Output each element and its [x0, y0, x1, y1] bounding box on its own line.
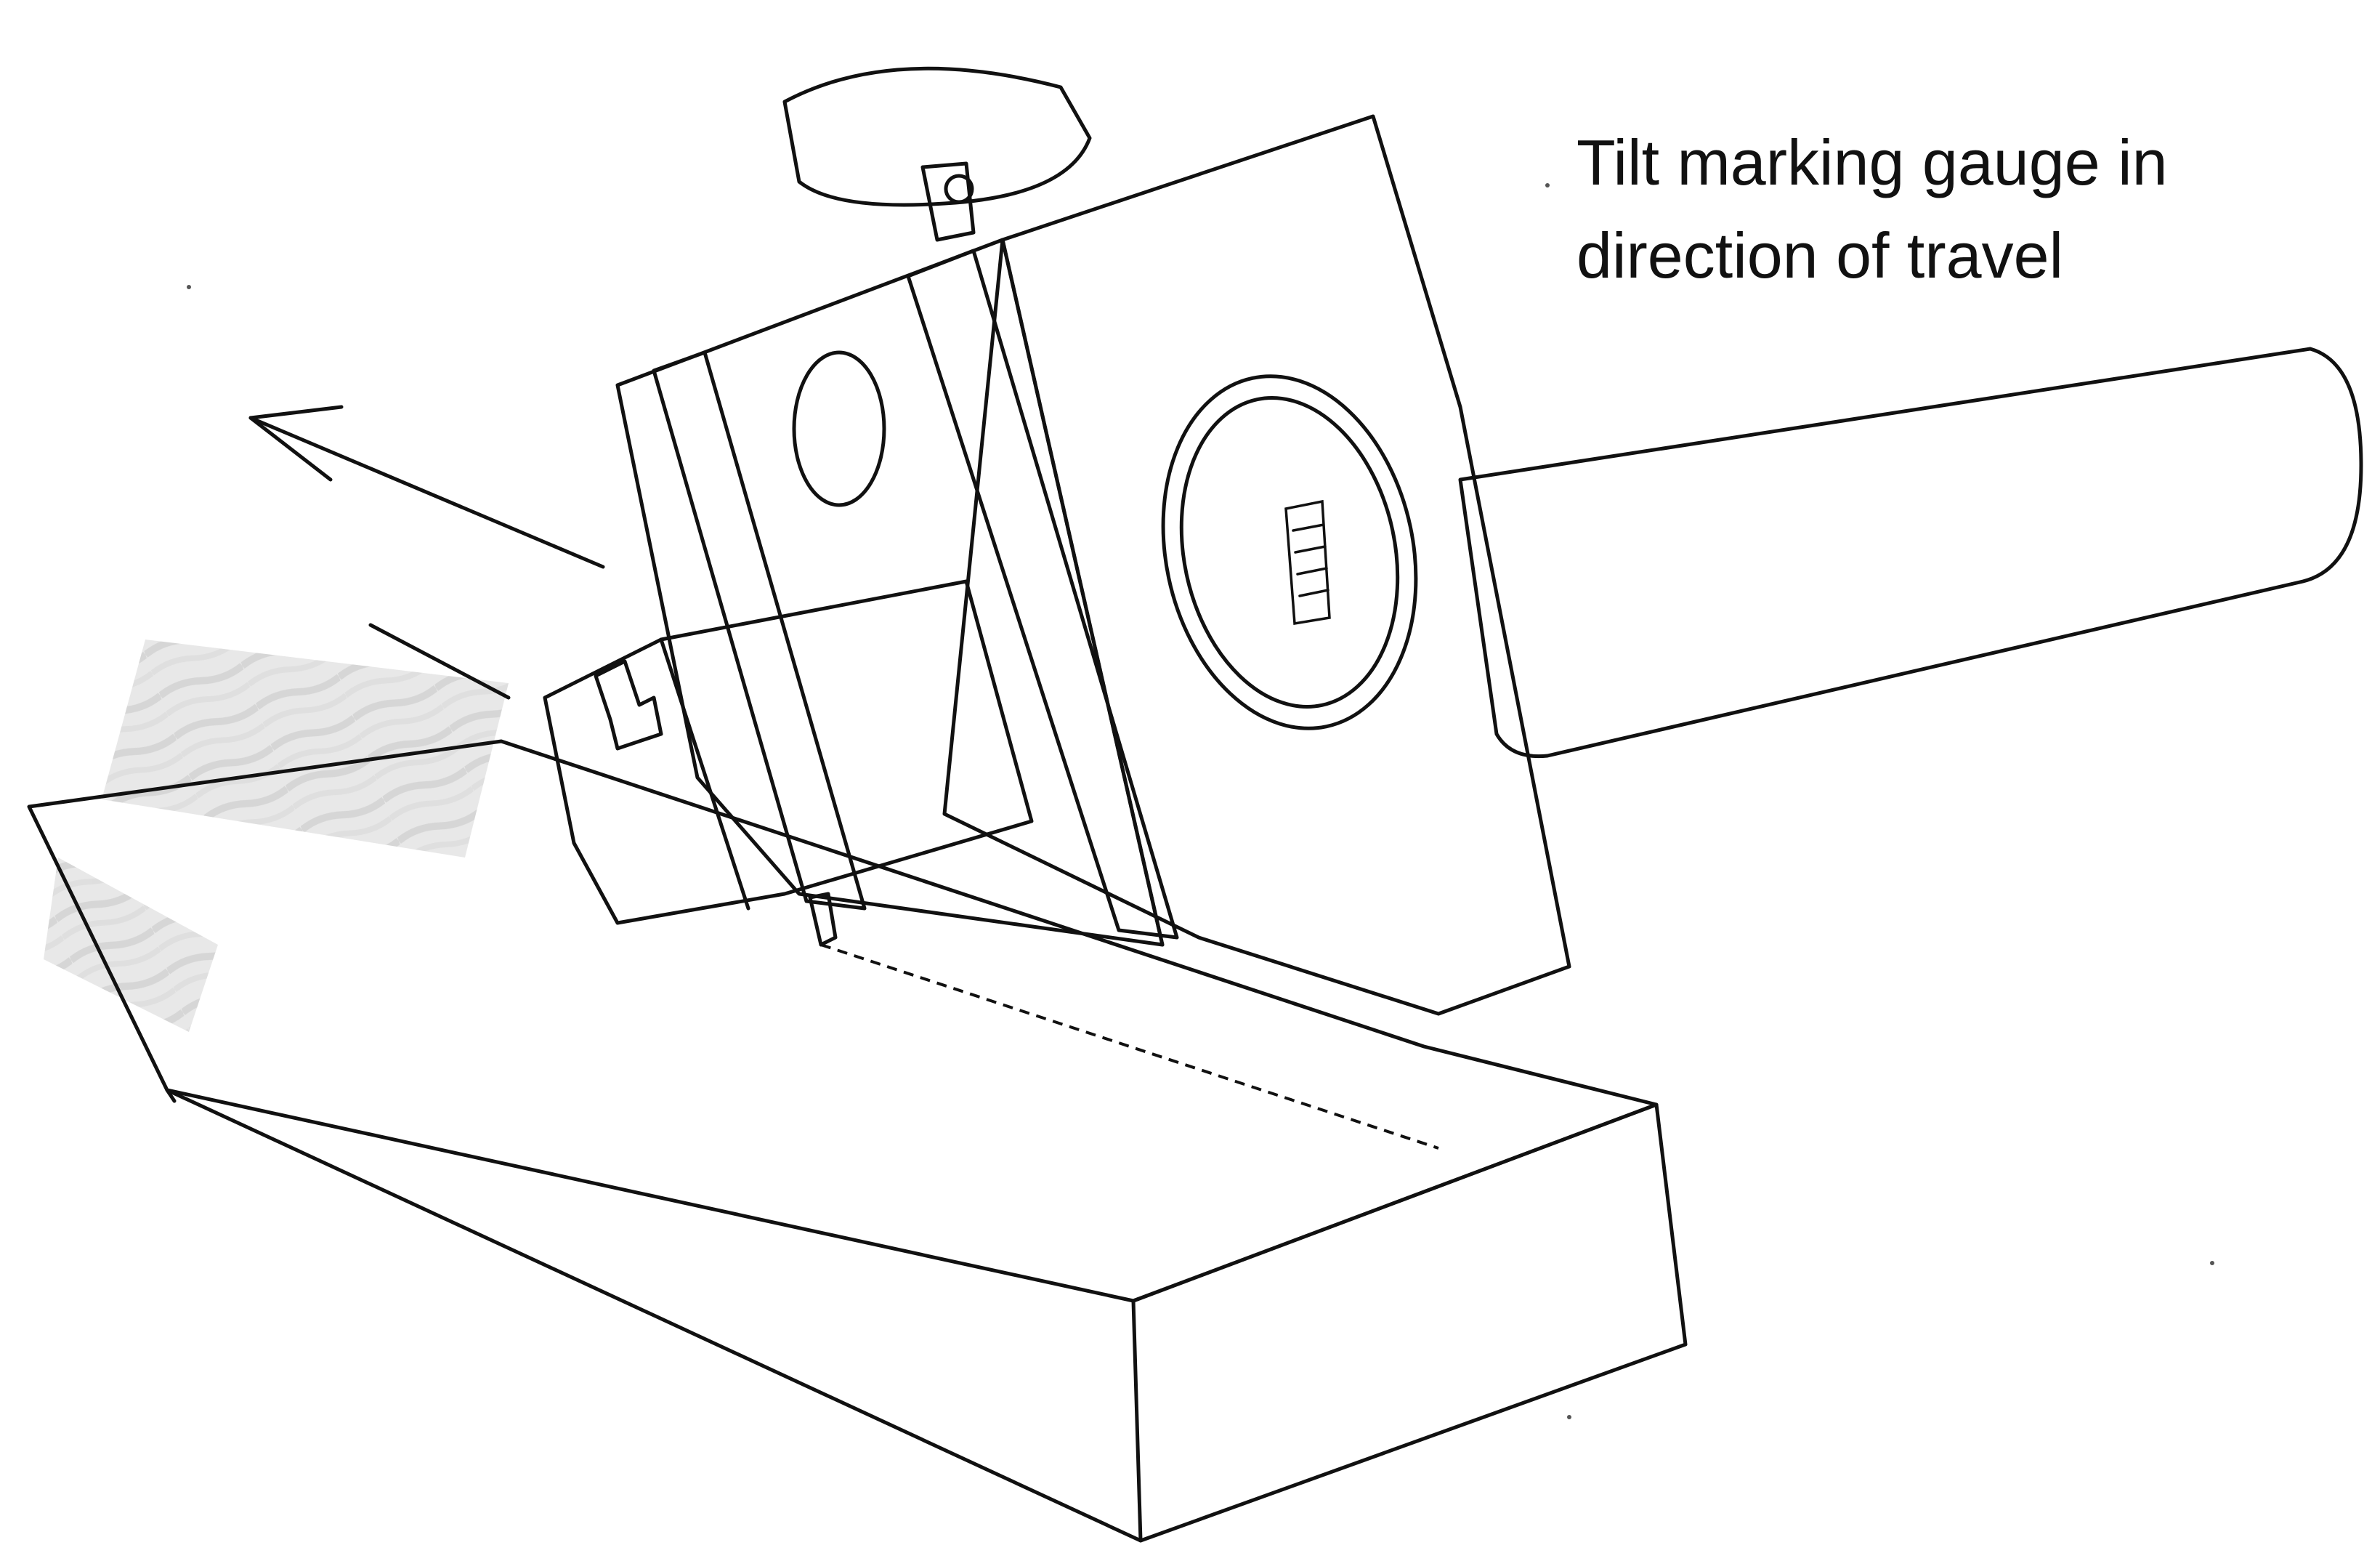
cutter-slot [594, 659, 663, 751]
fence-corner-edge [1000, 238, 1165, 947]
thumbscrew-stem [920, 161, 976, 242]
board-side-edge [165, 1088, 1143, 1543]
board-back-edge [368, 623, 511, 700]
cutter-pin [808, 892, 838, 947]
caption-line-2: direction of travel [1576, 219, 2064, 291]
gauge-fence-front [942, 114, 1571, 1016]
wood-grain-wash [44, 640, 509, 1032]
speck [1545, 183, 1550, 187]
board-end-face [1131, 1102, 1688, 1543]
fence-side-hole [792, 350, 886, 507]
speck [1567, 1415, 1571, 1419]
fence-escutcheon-outer [1161, 374, 1418, 730]
fence-escutcheon-inner [1179, 396, 1400, 709]
speck [187, 285, 191, 289]
thumbscrew-knob-icon[interactable] [782, 66, 1092, 207]
fence-brass-strip [906, 249, 1179, 940]
caption-line-1: Tilt marking gauge in [1576, 126, 2168, 198]
scribed-line [820, 943, 1439, 1150]
speck [2210, 1261, 2214, 1265]
caption: Tilt marking gauge in direction of trave… [1576, 116, 2303, 302]
gauge-beam [1458, 347, 2363, 759]
escutcheon-screw-icon [1284, 499, 1331, 626]
direction-arrow-icon [248, 405, 605, 569]
cutter-holder-edge [659, 637, 750, 911]
beam-underside [1546, 580, 2304, 757]
cutter-holder [543, 579, 1034, 925]
fence-edge-strip [652, 350, 867, 911]
